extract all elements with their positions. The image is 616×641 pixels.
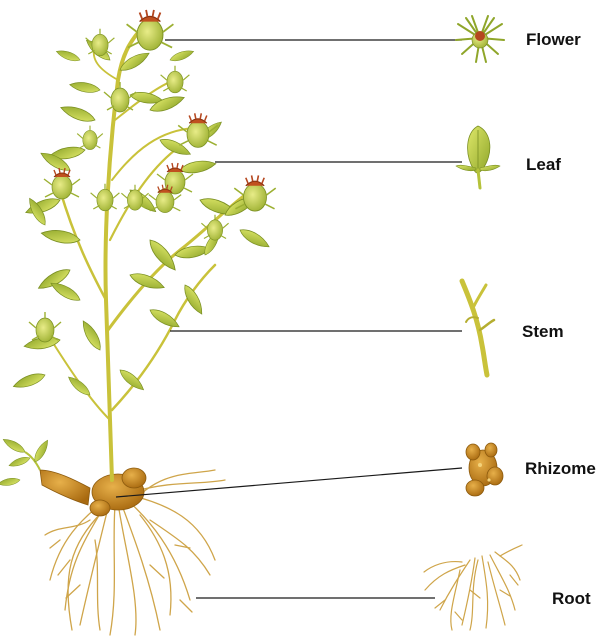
label-flower: Flower (526, 30, 581, 50)
root-specimen (424, 545, 522, 630)
rhizome-specimen (466, 443, 503, 496)
label-root: Root (552, 589, 591, 609)
plant-leaves (12, 37, 272, 398)
label-rhizome: Rhizome (525, 459, 596, 479)
plant-rhizome (40, 468, 146, 516)
stem-specimen (462, 281, 494, 375)
leaf-specimen (456, 126, 500, 188)
label-leaf: Leaf (526, 155, 561, 175)
label-stem: Stem (522, 322, 564, 342)
rhizome-connector (116, 468, 462, 497)
flower-specimen (456, 16, 504, 62)
